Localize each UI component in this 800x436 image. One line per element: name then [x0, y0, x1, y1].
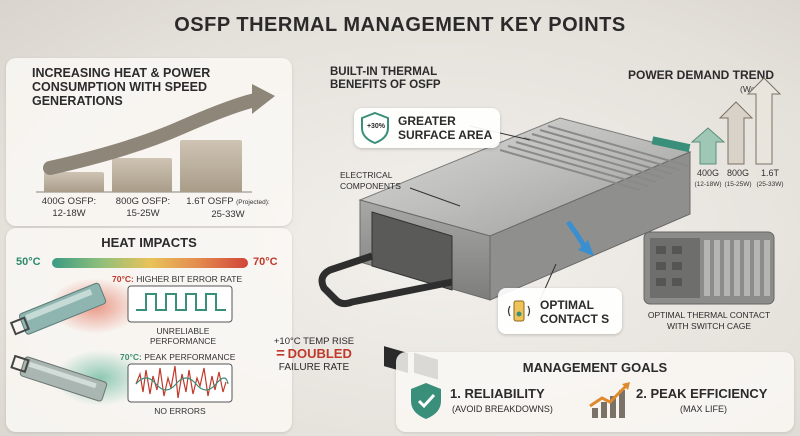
equals-sign: = — [276, 345, 285, 362]
pw-range-800g: (15-25W) — [724, 181, 752, 188]
check-shield-icon — [411, 383, 441, 419]
failure-rate-label: FAILURE RATE — [278, 362, 350, 373]
pw-label-400g: 400G (12-18W) — [690, 168, 726, 190]
goal-reliability: 1. RELIABILITY — [450, 386, 545, 401]
pw-name-16t: 1.6T — [760, 168, 779, 178]
gen-label-400g: 400G OSFP: 12-18W — [30, 196, 108, 220]
growth-chart-icon — [589, 382, 630, 418]
bar-16t — [180, 140, 242, 192]
shield-icon — [361, 111, 389, 145]
gen-name-800g: 800G OSFP: — [115, 196, 171, 207]
pw-range-16t: (25-33W) — [756, 181, 784, 188]
builtin-heading: BUILT-IN THERMAL BENEFITS OF OSFP — [330, 66, 441, 91]
surface-area-label: GREATER SURFACE AREA — [398, 114, 493, 142]
goals-panel — [396, 352, 794, 432]
gen-power-400g: 12-18W — [52, 208, 86, 219]
growth-arrow — [43, 93, 262, 175]
goals-heading: MANAGEMENT GOALS — [522, 360, 668, 375]
goal-efficiency: 2. PEAK EFFICIENCY — [636, 386, 768, 401]
pw-range-400g: (12-18W) — [694, 181, 722, 188]
bar-400g — [44, 172, 104, 192]
power-trend-heading: POWER DEMAND TREND — [628, 68, 774, 82]
electrical-label: ELECTRICAL COMPONENTS — [340, 170, 401, 191]
cage-caption: OPTIMAL THERMAL CONTACT WITH SWITCH CAGE — [647, 310, 771, 331]
pw-name-400g: 400G — [696, 168, 720, 178]
pull-tab — [318, 252, 453, 308]
cool-effect-line: 70°C: PEAK PERFORMANCE — [120, 352, 235, 362]
pw-name-800g: 800G — [726, 168, 750, 178]
contact-label: OPTIMAL CONTACT S — [540, 298, 610, 326]
cool-temp: 70°C: — [120, 352, 142, 362]
gen-label-800g: 800G OSFP: 15-25W — [104, 196, 182, 220]
gen-power-800g: 15-25W — [126, 208, 160, 219]
temp-rise-note: +10°C TEMP RISE = DOUBLED FAILURE RATE — [252, 336, 376, 374]
heat-power-heading: INCREASING HEAT & POWER CONSUMPTION WITH… — [32, 66, 211, 108]
temperature-gradient-bar — [52, 258, 248, 268]
doubled-label: DOUBLED — [287, 346, 352, 361]
gen-label-16t: 1.6T OSFP (Projected): 25-33W — [176, 196, 280, 221]
arrow-800g — [718, 101, 754, 165]
temp-low-label: 50°C — [16, 256, 41, 268]
gen-name-16t: 1.6T OSFP — [186, 196, 234, 207]
goal-reliability-sub: (AVOID BREAKDOWNS) — [452, 404, 553, 414]
gen-note-16t: (Projected): — [236, 199, 270, 206]
hot-result: UNRELIABLE PERFORMANCE — [149, 326, 217, 346]
arrow-400g — [690, 127, 726, 165]
temp-rise-label: +10°C TEMP RISE — [273, 336, 355, 347]
gen-name-400g: 400G OSFP: — [41, 196, 97, 207]
page-title: OSFP THERMAL MANAGEMENT KEY POINTS — [174, 14, 626, 36]
temp-high-label: 70°C — [253, 256, 278, 268]
hot-temp: 70°C: — [112, 274, 134, 284]
heat-impacts-heading: HEAT IMPACTS — [101, 235, 197, 250]
cool-effect: PEAK PERFORMANCE — [144, 352, 236, 362]
noisy-waveform — [135, 365, 227, 399]
sensor-icon — [507, 300, 531, 322]
gen-power-16t: 25-33W — [211, 209, 245, 220]
bar-800g — [112, 158, 172, 192]
hot-effect-line: 70°C: HIGHER BIT ERROR RATE — [112, 274, 242, 284]
hot-effect: HIGHER BIT ERROR RATE — [136, 274, 243, 284]
pw-label-16t: 1.6T (25-33W) — [750, 168, 790, 190]
goal-efficiency-sub: (MAX LIFE) — [680, 404, 728, 414]
clean-waveform — [136, 293, 226, 311]
cool-result: NO ERRORS — [154, 406, 206, 416]
surface-badge: +30% — [366, 123, 386, 130]
pw-label-800g: 800G (15-25W) — [720, 168, 756, 190]
arrow-16t — [746, 77, 782, 165]
